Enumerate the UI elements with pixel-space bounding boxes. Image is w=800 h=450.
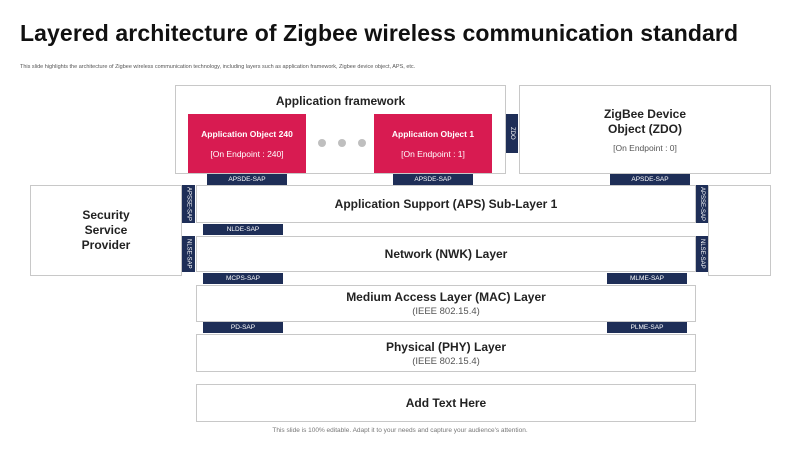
apsse-sap-tag: APSSE-SAP [696,185,708,223]
apsde-sap-tag: APSDE-SAP [207,174,287,185]
application-object-240-name: Application Object 240 [201,128,293,139]
apsde-sap-tag: APSDE-SAP [610,174,690,185]
aps-layer-name: Application Support (APS) Sub-Layer 1 [334,197,558,211]
nwk-layer-name: Network (NWK) Layer [384,247,508,261]
right-frame-box [708,185,771,276]
plme-sap-tag: PLME-SAP [607,322,687,333]
security-service-provider-box: Security Service Provider [30,185,182,276]
apsde-sap-tag: APSDE-SAP [393,174,473,185]
application-object-1-name: Application Object 1 [391,128,475,139]
phy-layer-sub: (IEEE 802.15.4) [412,355,480,367]
nlde-sap-tag: NLDE-SAP [203,224,283,235]
dot [358,139,366,147]
application-object-1-endpoint: [On Endpoint : 1] [401,148,465,159]
zdo-name: ZigBee Device Object (ZDO) [603,106,687,136]
pd-sap-tag: PD-SAP [203,322,283,333]
mcps-sap-tag: MCPS-SAP [203,273,283,284]
add-text-box[interactable]: Add Text Here [196,384,696,422]
application-object-240-endpoint: [On Endpoint : 240] [210,148,284,159]
application-object-240: Application Object 240 [On Endpoint : 24… [188,114,306,173]
ellipsis-dots [318,139,366,147]
nlse-sap-tag: NLSE-SAP [696,236,708,272]
nlse-sap-tag: NLSE-SAP [182,236,195,272]
mac-layer-name: Medium Access Layer (MAC) Layer [346,290,546,304]
application-object-1: Application Object 1 [On Endpoint : 1] [374,114,492,173]
aps-layer-box: Application Support (APS) Sub-Layer 1 [196,185,696,223]
mac-layer-sub: (IEEE 802.15.4) [412,306,480,317]
security-service-provider-label: Security Service Provider [81,208,131,252]
dot [338,139,346,147]
page-title: Layered architecture of Zigbee wireless … [20,20,739,46]
nwk-layer-box: Network (NWK) Layer [196,236,696,272]
mac-layer-box: Medium Access Layer (MAC) Layer (IEEE 80… [196,285,696,322]
add-text-label: Add Text Here [405,396,487,410]
footer-note: This slide is 100% editable. Adapt it to… [272,427,528,434]
phy-layer-box: Physical (PHY) Layer (IEEE 802.15.4) [196,334,696,372]
phy-layer-name: Physical (PHY) Layer [385,339,507,354]
mlme-sap-tag: MLME-SAP [607,273,687,284]
zdo-box: ZigBee Device Object (ZDO) [On Endpoint … [519,85,771,174]
dot [318,139,326,147]
apsse-sap-tag: APSSE-SAP [182,185,195,223]
page-subtitle: This slide highlights the architecture o… [20,64,416,70]
zdo-interface-tag: ZDO [506,114,518,153]
zdo-endpoint: [On Endpoint : 0] [613,142,677,153]
application-framework-label: Application framework [275,94,406,108]
